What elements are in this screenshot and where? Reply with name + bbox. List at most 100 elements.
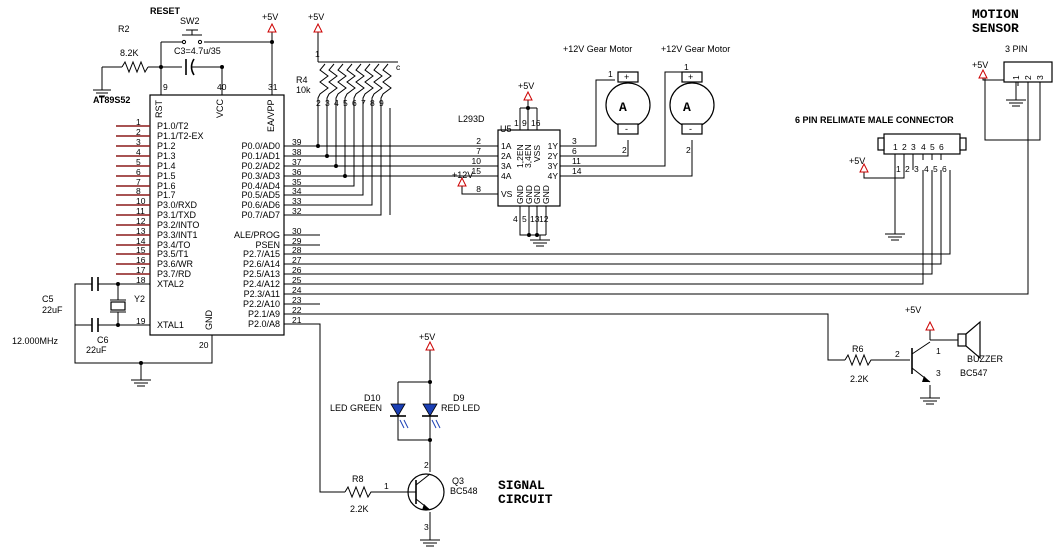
svg-text:4Y: 4Y	[548, 171, 559, 181]
svg-text:P3.6/WR: P3.6/WR	[157, 259, 194, 269]
svg-text:3: 3	[424, 522, 429, 532]
l293-ref: U5	[500, 124, 512, 134]
svg-text:4: 4	[921, 142, 926, 152]
led-red-ref: D9	[453, 393, 465, 403]
vcc-arrow-sensor: +5V	[972, 60, 988, 79]
svg-text:17: 17	[136, 265, 146, 275]
mcu-pin-gnd-num: 20	[199, 340, 209, 350]
svg-text:1: 1	[384, 481, 389, 491]
svg-text:15: 15	[136, 245, 146, 255]
mcu-ground-symbol	[131, 379, 151, 387]
led-green	[390, 403, 409, 429]
signal-ground-symbol	[420, 539, 440, 547]
svg-text:14: 14	[572, 166, 582, 176]
svg-text:2: 2	[902, 142, 907, 152]
svg-text:-: -	[689, 124, 692, 134]
sensor-pin-3: 3	[1035, 75, 1045, 86]
reset-switch-label: SW2	[180, 16, 200, 26]
signal-transistor-label: BC548	[450, 486, 478, 496]
svg-text:P0.4/AD4: P0.4/AD4	[241, 181, 280, 191]
svg-text:P1.1/T2-EX: P1.1/T2-EX	[157, 131, 204, 141]
svg-text:16: 16	[531, 118, 541, 128]
svg-text:+5V: +5V	[262, 12, 278, 22]
connector-pin-5: 55	[930, 142, 938, 174]
svg-text:18: 18	[136, 275, 146, 285]
reset-circuit: RESET SW2 R2 8.2K C3=4.7u/35	[93, 6, 221, 97]
buzzer-transistor: 2 1 3	[895, 341, 941, 383]
signal-title-1: SIGNAL	[498, 478, 545, 493]
mcu-part-label: AT89S52	[93, 95, 130, 105]
rpack-resistor-4: 4	[334, 63, 347, 108]
svg-text:-: -	[625, 124, 628, 134]
svg-text:25: 25	[292, 275, 302, 285]
vcc-arrow-connector: +5V	[849, 156, 869, 173]
connector-pin-6: 66	[939, 142, 947, 174]
svg-text:GND: GND	[515, 185, 525, 204]
led-red-label: RED LED	[441, 403, 481, 413]
svg-text:2: 2	[622, 145, 627, 155]
svg-text:P3.7/RD: P3.7/RD	[157, 269, 192, 279]
svg-text:12: 12	[539, 214, 549, 224]
svg-text:13: 13	[136, 226, 146, 236]
svg-text:P2.1/A9: P2.1/A9	[248, 309, 280, 319]
signal-transistor-ref: Q3	[452, 476, 464, 486]
svg-text:22: 22	[292, 305, 302, 315]
svg-text:35: 35	[292, 177, 302, 187]
sensor-title-2: SENSOR	[972, 21, 1019, 36]
svg-text:1: 1	[893, 142, 898, 152]
svg-text:P3.3/INT1: P3.3/INT1	[157, 230, 198, 240]
vcc-arrow-mcu: +5V	[262, 12, 278, 33]
svg-text:P0.5/AD5: P0.5/AD5	[241, 190, 280, 200]
junction-dots	[116, 40, 539, 442]
svg-text:2: 2	[136, 127, 141, 137]
svg-text:26: 26	[292, 265, 302, 275]
svg-text:+5V: +5V	[849, 156, 865, 166]
rpack-resistor-7: 7	[361, 63, 374, 108]
buzzer-resistor-value: 2.2K	[850, 374, 869, 384]
signal-resistor	[344, 485, 375, 499]
connector-pin-3: 33	[911, 142, 919, 174]
svg-text:1: 1	[608, 69, 613, 79]
mcu-left-pin-17: 17 P3.7/RD	[116, 265, 192, 279]
wiring	[74, 32, 1041, 540]
c6-capacitor	[91, 318, 99, 332]
led-green-ref: D10	[364, 393, 381, 403]
vcc-arrow-rpack: +5V	[308, 12, 324, 33]
signal-resistor-ref: R8	[352, 474, 364, 484]
svg-text:ALE/PROG: ALE/PROG	[234, 230, 280, 240]
svg-text:1A: 1A	[501, 141, 512, 151]
svg-text:10: 10	[472, 156, 482, 166]
vcc-arrow-l293: +5V	[518, 81, 534, 101]
svg-text:33: 33	[292, 196, 302, 206]
svg-text:2: 2	[424, 460, 429, 470]
svg-text:3: 3	[936, 368, 941, 378]
c5-ref: C5	[42, 294, 54, 304]
svg-text:4: 4	[924, 164, 929, 174]
mcu-body	[149, 94, 285, 336]
l293-pin-1: 11,2EN	[514, 118, 525, 168]
sensor-title-1: MOTION	[972, 7, 1019, 22]
mcu-ea-label: EA/VPP	[266, 99, 276, 132]
svg-text:P0.6/AD6: P0.6/AD6	[241, 200, 280, 210]
svg-text:P1.5: P1.5	[157, 171, 176, 181]
connector-title: 6 PIN RELIMATE MALE CONNECTOR	[795, 115, 954, 125]
svg-text:P0.7/AD7: P0.7/AD7	[241, 210, 280, 220]
buzzer-circuit: R6 2.2K 2 1 3 BC547 BUZZER	[844, 320, 1004, 405]
gear-motor-2: +12V Gear Motor A + - 1 2	[661, 44, 730, 155]
svg-text:3: 3	[136, 137, 141, 147]
connector-pin-4: 44	[921, 142, 929, 174]
svg-text:P1.3: P1.3	[157, 151, 176, 161]
svg-text:+5V: +5V	[905, 305, 921, 315]
svg-text:6: 6	[136, 167, 141, 177]
svg-text:XTAL1: XTAL1	[157, 320, 184, 330]
svg-text:+5V: +5V	[972, 60, 988, 70]
